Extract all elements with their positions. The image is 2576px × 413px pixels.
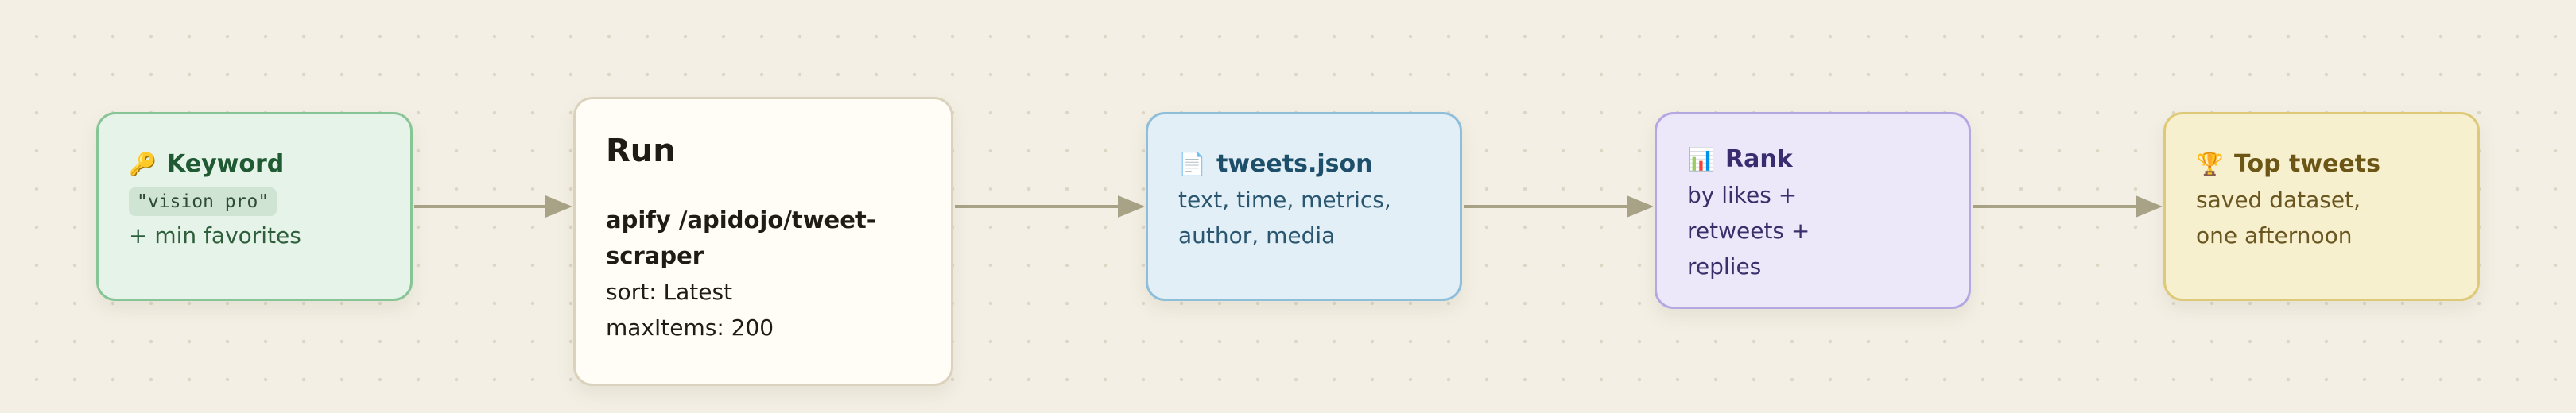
run-max-items: maxItems: 200	[606, 315, 774, 341]
rank-line3: replies	[1687, 253, 1762, 280]
run-node: Run apify /apidojo/tweet- scraper sort: …	[573, 97, 953, 386]
top-tweets-title: 🏆 Top tweets	[2196, 146, 2447, 182]
run-actor-line1: apify /apidojo/tweet-	[606, 206, 876, 234]
tweets-title: 📄 tweets.json	[1178, 146, 1430, 182]
tweets-fields-line2: author, media	[1178, 222, 1336, 249]
run-sort: sort: Latest	[606, 279, 733, 305]
arrowhead-top	[2136, 195, 2163, 218]
tweets-title-text: tweets.json	[1216, 150, 1373, 178]
rank-title: 📊 Rank	[1687, 141, 1938, 177]
arrowhead-run	[545, 195, 572, 218]
tweets-fields-line1: text, time, metrics,	[1178, 187, 1391, 213]
bar-chart-icon: 📊	[1687, 146, 1715, 172]
top-tweets-line1: saved dataset,	[2196, 187, 2361, 213]
keyword-query-code: "vision pro"	[129, 187, 277, 216]
tweets-node: 📄 tweets.json text, time, metrics, autho…	[1146, 112, 1462, 301]
rank-line2: retweets +	[1687, 218, 1810, 244]
arrowhead-rank	[1627, 195, 1654, 218]
keyword-node: 🔑 Keyword "vision pro" + min favorites	[96, 112, 413, 301]
rank-node: 📊 Rank by likes + retweets + replies	[1655, 112, 1971, 309]
trophy-icon: 🏆	[2196, 151, 2224, 177]
keyword-title: 🔑 Keyword	[129, 146, 380, 182]
top-tweets-line2: one afternoon	[2196, 222, 2353, 249]
arrowhead-tweets	[1118, 195, 1145, 218]
run-actor-line2: scraper	[606, 242, 704, 269]
top-tweets-title-text: Top tweets	[2234, 150, 2380, 178]
rank-title-text: Rank	[1725, 145, 1793, 173]
key-icon: 🔑	[129, 151, 157, 177]
keyword-title-text: Keyword	[167, 150, 285, 178]
keyword-min-favorites: + min favorites	[129, 222, 301, 249]
document-icon: 📄	[1178, 151, 1206, 177]
run-title: Run	[606, 133, 676, 169]
top-tweets-node: 🏆 Top tweets saved dataset, one afternoo…	[2163, 112, 2480, 301]
rank-line1: by likes +	[1687, 182, 1798, 208]
